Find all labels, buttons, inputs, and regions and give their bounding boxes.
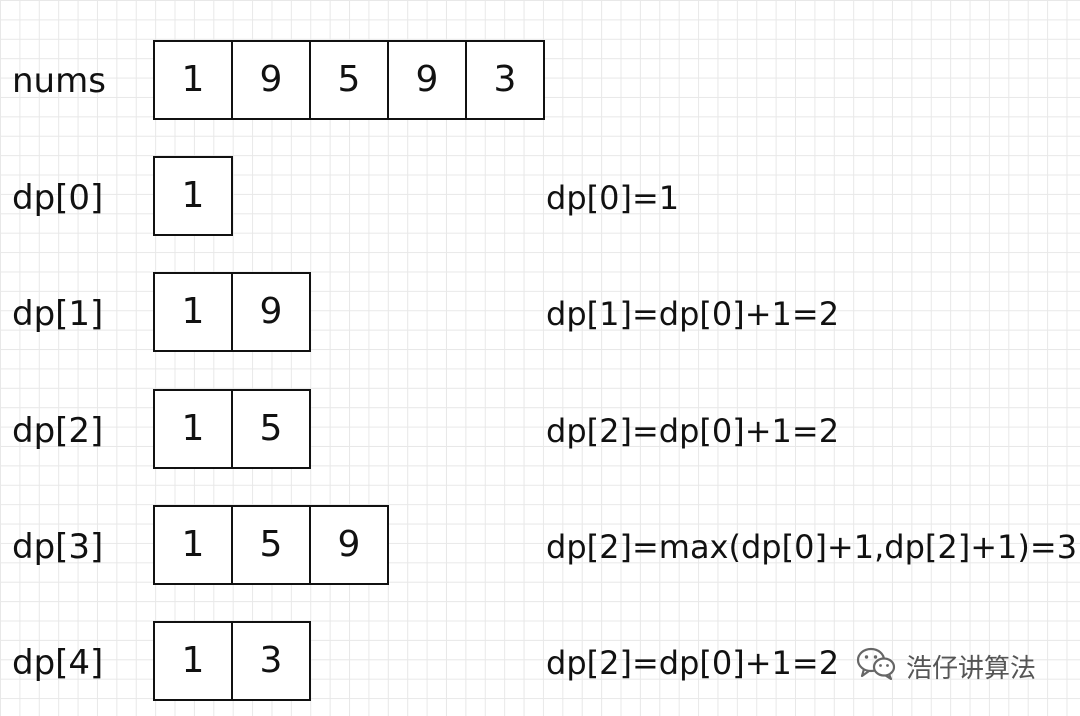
watermark-text: 浩仔讲算法 — [906, 653, 1037, 684]
array-cell: 5 — [231, 389, 311, 469]
formula-dp0: dp[0]=1 — [546, 179, 680, 217]
wechat-icon — [856, 646, 906, 687]
row-label-dp0: dp[0] — [12, 178, 104, 218]
row-label-dp2: dp[2] — [12, 411, 104, 451]
array-cell: 5 — [309, 40, 389, 120]
array-cell: 9 — [309, 505, 389, 585]
formula-dp2: dp[2]=dp[0]+1=2 — [546, 412, 840, 450]
nums-array: 1 9 5 9 3 — [153, 40, 545, 120]
formula-dp4: dp[2]=dp[0]+1=2 — [546, 644, 840, 682]
formula-dp3: dp[2]=max(dp[0]+1,dp[2]+1)=3 — [546, 528, 1078, 566]
array-cell: 1 — [153, 40, 233, 120]
array-cell: 5 — [231, 505, 311, 585]
row-label-dp3: dp[3] — [12, 527, 104, 567]
dp4-array: 1 3 — [153, 621, 311, 701]
row-label-dp1: dp[1] — [12, 294, 104, 334]
array-cell: 9 — [231, 40, 311, 120]
watermark: 浩仔讲算法 — [856, 646, 1036, 686]
array-cell: 1 — [153, 389, 233, 469]
array-cell: 1 — [153, 621, 233, 701]
array-cell: 3 — [231, 621, 311, 701]
dp3-array: 1 5 9 — [153, 505, 389, 585]
array-cell: 1 — [153, 156, 233, 236]
array-cell: 9 — [387, 40, 467, 120]
row-label-nums: nums — [12, 61, 106, 101]
array-cell: 3 — [465, 40, 545, 120]
row-label-dp4: dp[4] — [12, 643, 104, 683]
dp0-array: 1 — [153, 156, 233, 236]
array-cell: 1 — [153, 272, 233, 352]
dp2-array: 1 5 — [153, 389, 311, 469]
array-cell: 9 — [231, 272, 311, 352]
dp1-array: 1 9 — [153, 272, 311, 352]
formula-dp1: dp[1]=dp[0]+1=2 — [546, 295, 840, 333]
array-cell: 1 — [153, 505, 233, 585]
